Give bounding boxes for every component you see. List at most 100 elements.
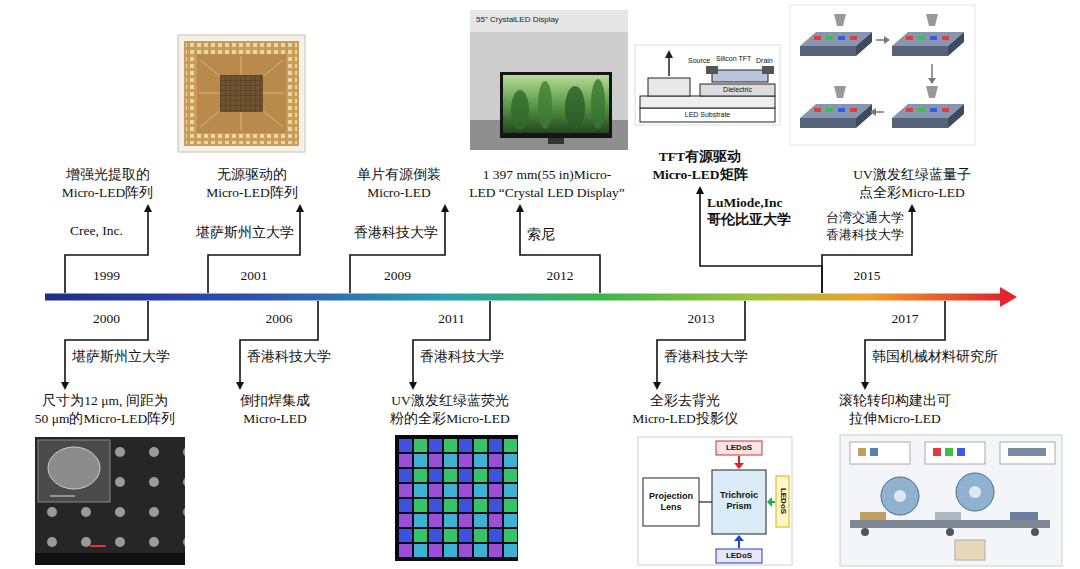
projector-schematic-part [734,463,744,469]
milestone-text: UV激发红绿蓝荧光 粉的全彩Micro-LED [375,392,525,428]
chip-photo [178,35,305,152]
timeline-axis-part [1000,287,1017,307]
year-text: 2017 [892,310,919,328]
quantum-dot-process-part [876,40,932,112]
sem-photo-part [35,437,185,565]
tft-schematic-part [640,96,775,108]
sem-photo-part [38,440,110,502]
roll-transfer-figure-part [925,442,985,464]
connector-line [208,211,300,293]
projector-schematic-part [734,535,744,541]
projector-schematic-part [776,476,789,527]
tft-schematic-part [712,70,768,82]
roll-transfer-figure-part [935,512,961,520]
tv-photo-part [500,72,612,138]
milestone-text: UV激发红绿蓝量子 点全彩Micro-LED [838,166,986,202]
connector-line [520,211,600,293]
connector-line [350,211,445,293]
year-text: 1999 [93,267,120,285]
roll-transfer-figure-part [946,528,954,536]
figure-label: LED Substrate [640,110,775,119]
projector-schematic-part [738,456,740,463]
milestone-box: UV激发红绿蓝量子 点全彩Micro-LED [838,166,986,202]
projector-schematic-part [712,470,766,534]
milestone-text: 尺寸为12 μm, 间距为 50 μm的Micro-LED阵列 [20,392,190,428]
roll-transfer-figure [840,435,1062,566]
figure-label: Trichroic Prism [712,490,766,512]
milestone-box: 尺寸为12 μm, 间距为 50 μm的Micro-LED阵列 [20,392,190,428]
milestone-box: 滚轮转印构建出可 拉伸Micro-LED [830,392,960,428]
sem-photo-part [35,553,185,565]
full-color-array-photo [395,435,518,561]
timeline-connector [61,301,148,390]
chip-photo-part [178,35,305,152]
roll-transfer-figure-part [860,512,886,520]
milestone-text: 倒扣焊集成 Micro-LED [225,392,325,428]
arrow-head [653,382,661,390]
arrow-head [441,204,449,212]
roll-transfer-figure-part [945,448,953,456]
year-text: 2015 [854,267,881,285]
tft-schematic-part [700,84,775,96]
projector-schematic-part [716,549,762,563]
year-marker: 2012 [520,259,600,293]
year-text: 2013 [688,310,715,328]
sem-photo-part [35,437,185,553]
chip-photo-part [186,43,297,144]
roll-transfer-figure-part [933,448,941,456]
sem-photo-part [48,447,100,489]
projector-schematic-part [699,501,712,502]
roll-transfer-figure-part [870,448,878,456]
institution-label: 韩国机械材料研究所 [872,348,998,365]
figure-label: Silicon TFT [716,54,751,63]
chip-photo-part [184,41,299,146]
year-marker: 2013 [657,301,745,336]
institution-label: 堪萨斯州立大学 [196,224,294,241]
institution-label: LuMiode,Inc 哥伦比亚大学 [707,194,799,228]
institution-label: 香港科技大学 [664,348,748,365]
year-text: 2012 [547,267,574,285]
quantum-dot-process [790,5,975,145]
milestone-text: TFT有源驱动 Micro-LED矩阵 [640,148,760,184]
timeline-connector [822,204,916,293]
milestone-box: 无源驱动的 Micro-LED阵列 [196,166,308,202]
year-marker: 2011 [413,301,490,336]
figure-label: LEDoS [778,476,788,526]
quantum-dot-process-part [800,14,872,56]
milestone-text: 单片有源倒装 Micro-LED [342,166,456,202]
roll-transfer-figure-part [955,540,985,560]
arrow-head [696,186,704,194]
connector-line [865,301,945,383]
milestone-box: TFT有源驱动 Micro-LED矩阵 [640,148,760,184]
roll-transfer-figure-part [858,448,866,456]
full-color-array-photo-part [398,438,518,558]
milestone-text: 全彩去背光 Micro-LED投影仪 [625,392,745,428]
arrow-head [908,204,916,212]
year-text: 2001 [241,267,268,285]
figure-label: Projection Lens [643,491,699,513]
roll-transfer-figure-part [1000,442,1055,464]
sem-photo [35,437,185,565]
tv-photo-part [548,138,564,144]
timeline-connector [861,301,945,390]
figure-label: Dielectric [700,85,775,94]
figure-label: LEDoS [716,551,762,561]
tv-photo-part [470,10,628,150]
roll-transfer-figure-part [850,442,910,464]
milestone-box: 倒扣焊集成 Micro-LED [225,392,325,428]
milestone-box: 全彩去背光 Micro-LED投影仪 [625,392,745,428]
chip-photo-part [197,54,286,133]
tft-schematic-part [762,66,774,74]
tv-photo-part [591,79,605,129]
quantum-dot-process-part [870,108,876,116]
timeline-connector [350,204,449,293]
connector-line [822,211,912,293]
tv-photo-part [538,81,552,129]
roll-transfer-figure-part [1031,528,1039,536]
milestone-box: UV激发红绿蓝荧光 粉的全彩Micro-LED [375,392,525,428]
year-marker: 2009 [350,259,445,293]
institution-label: 堪萨斯州立大学 [72,348,170,365]
figure-label: 55" CrystalLED Display [476,15,559,25]
